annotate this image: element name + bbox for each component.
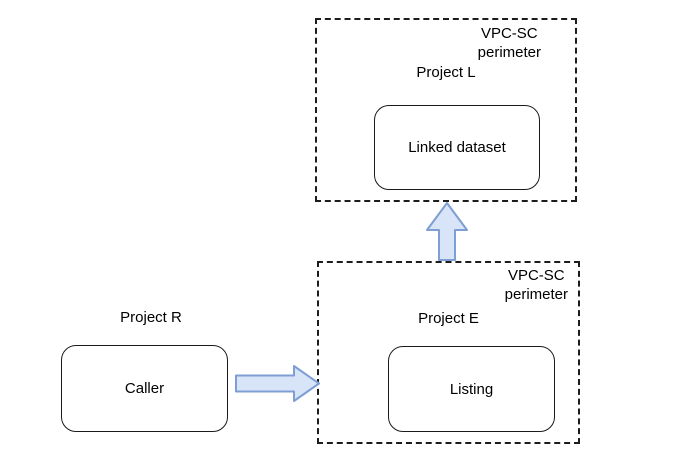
caller-node: Caller — [61, 345, 228, 432]
arrow-listing-to-linked-dataset — [426, 202, 468, 261]
caller-node-label: Caller — [124, 380, 165, 397]
vpc-perimeter-top-label: VPC-SC perimeter — [477, 25, 541, 61]
vpc-perimeter-bottom-label: VPC-SC perimeter — [504, 267, 568, 303]
linked-dataset-node-label: Linked dataset — [408, 139, 506, 156]
right-arrow-shape — [235, 365, 320, 402]
project-l-label: Project L — [416, 64, 476, 81]
up-arrow-shape — [426, 202, 468, 261]
vpc-perimeter-bottom: VPC-SC perimeter Project E Listing — [317, 261, 580, 444]
project-r-label: Project R — [120, 309, 182, 326]
listing-node-label: Listing — [449, 380, 494, 398]
listing-node: Listing — [388, 346, 555, 432]
project-e-label: Project E — [418, 310, 479, 327]
vpc-perimeter-top: VPC-SC perimeter Project L Linked datase… — [315, 18, 577, 202]
arrow-caller-to-listing — [235, 365, 320, 402]
linked-dataset-node: Linked dataset — [374, 105, 540, 190]
